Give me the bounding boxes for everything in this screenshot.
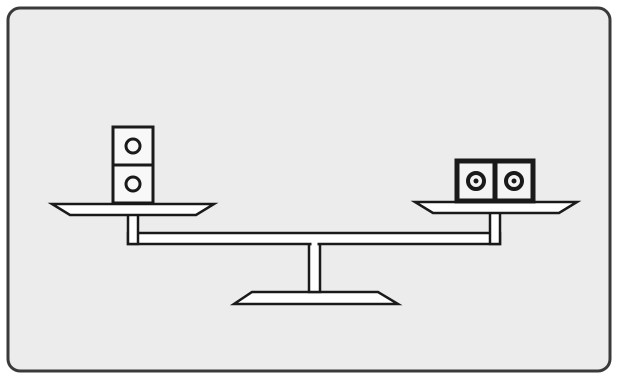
scale-base bbox=[234, 292, 398, 304]
right-pan-blocks bbox=[457, 161, 533, 201]
left-block-2 bbox=[113, 127, 153, 165]
left-pan-blocks bbox=[113, 127, 153, 203]
right-block-1 bbox=[457, 161, 495, 201]
right-block-2 bbox=[495, 161, 533, 201]
right-pan bbox=[415, 202, 577, 213]
left-pan bbox=[52, 204, 214, 215]
scale-pillar bbox=[309, 244, 320, 292]
left-block-1 bbox=[113, 165, 153, 203]
